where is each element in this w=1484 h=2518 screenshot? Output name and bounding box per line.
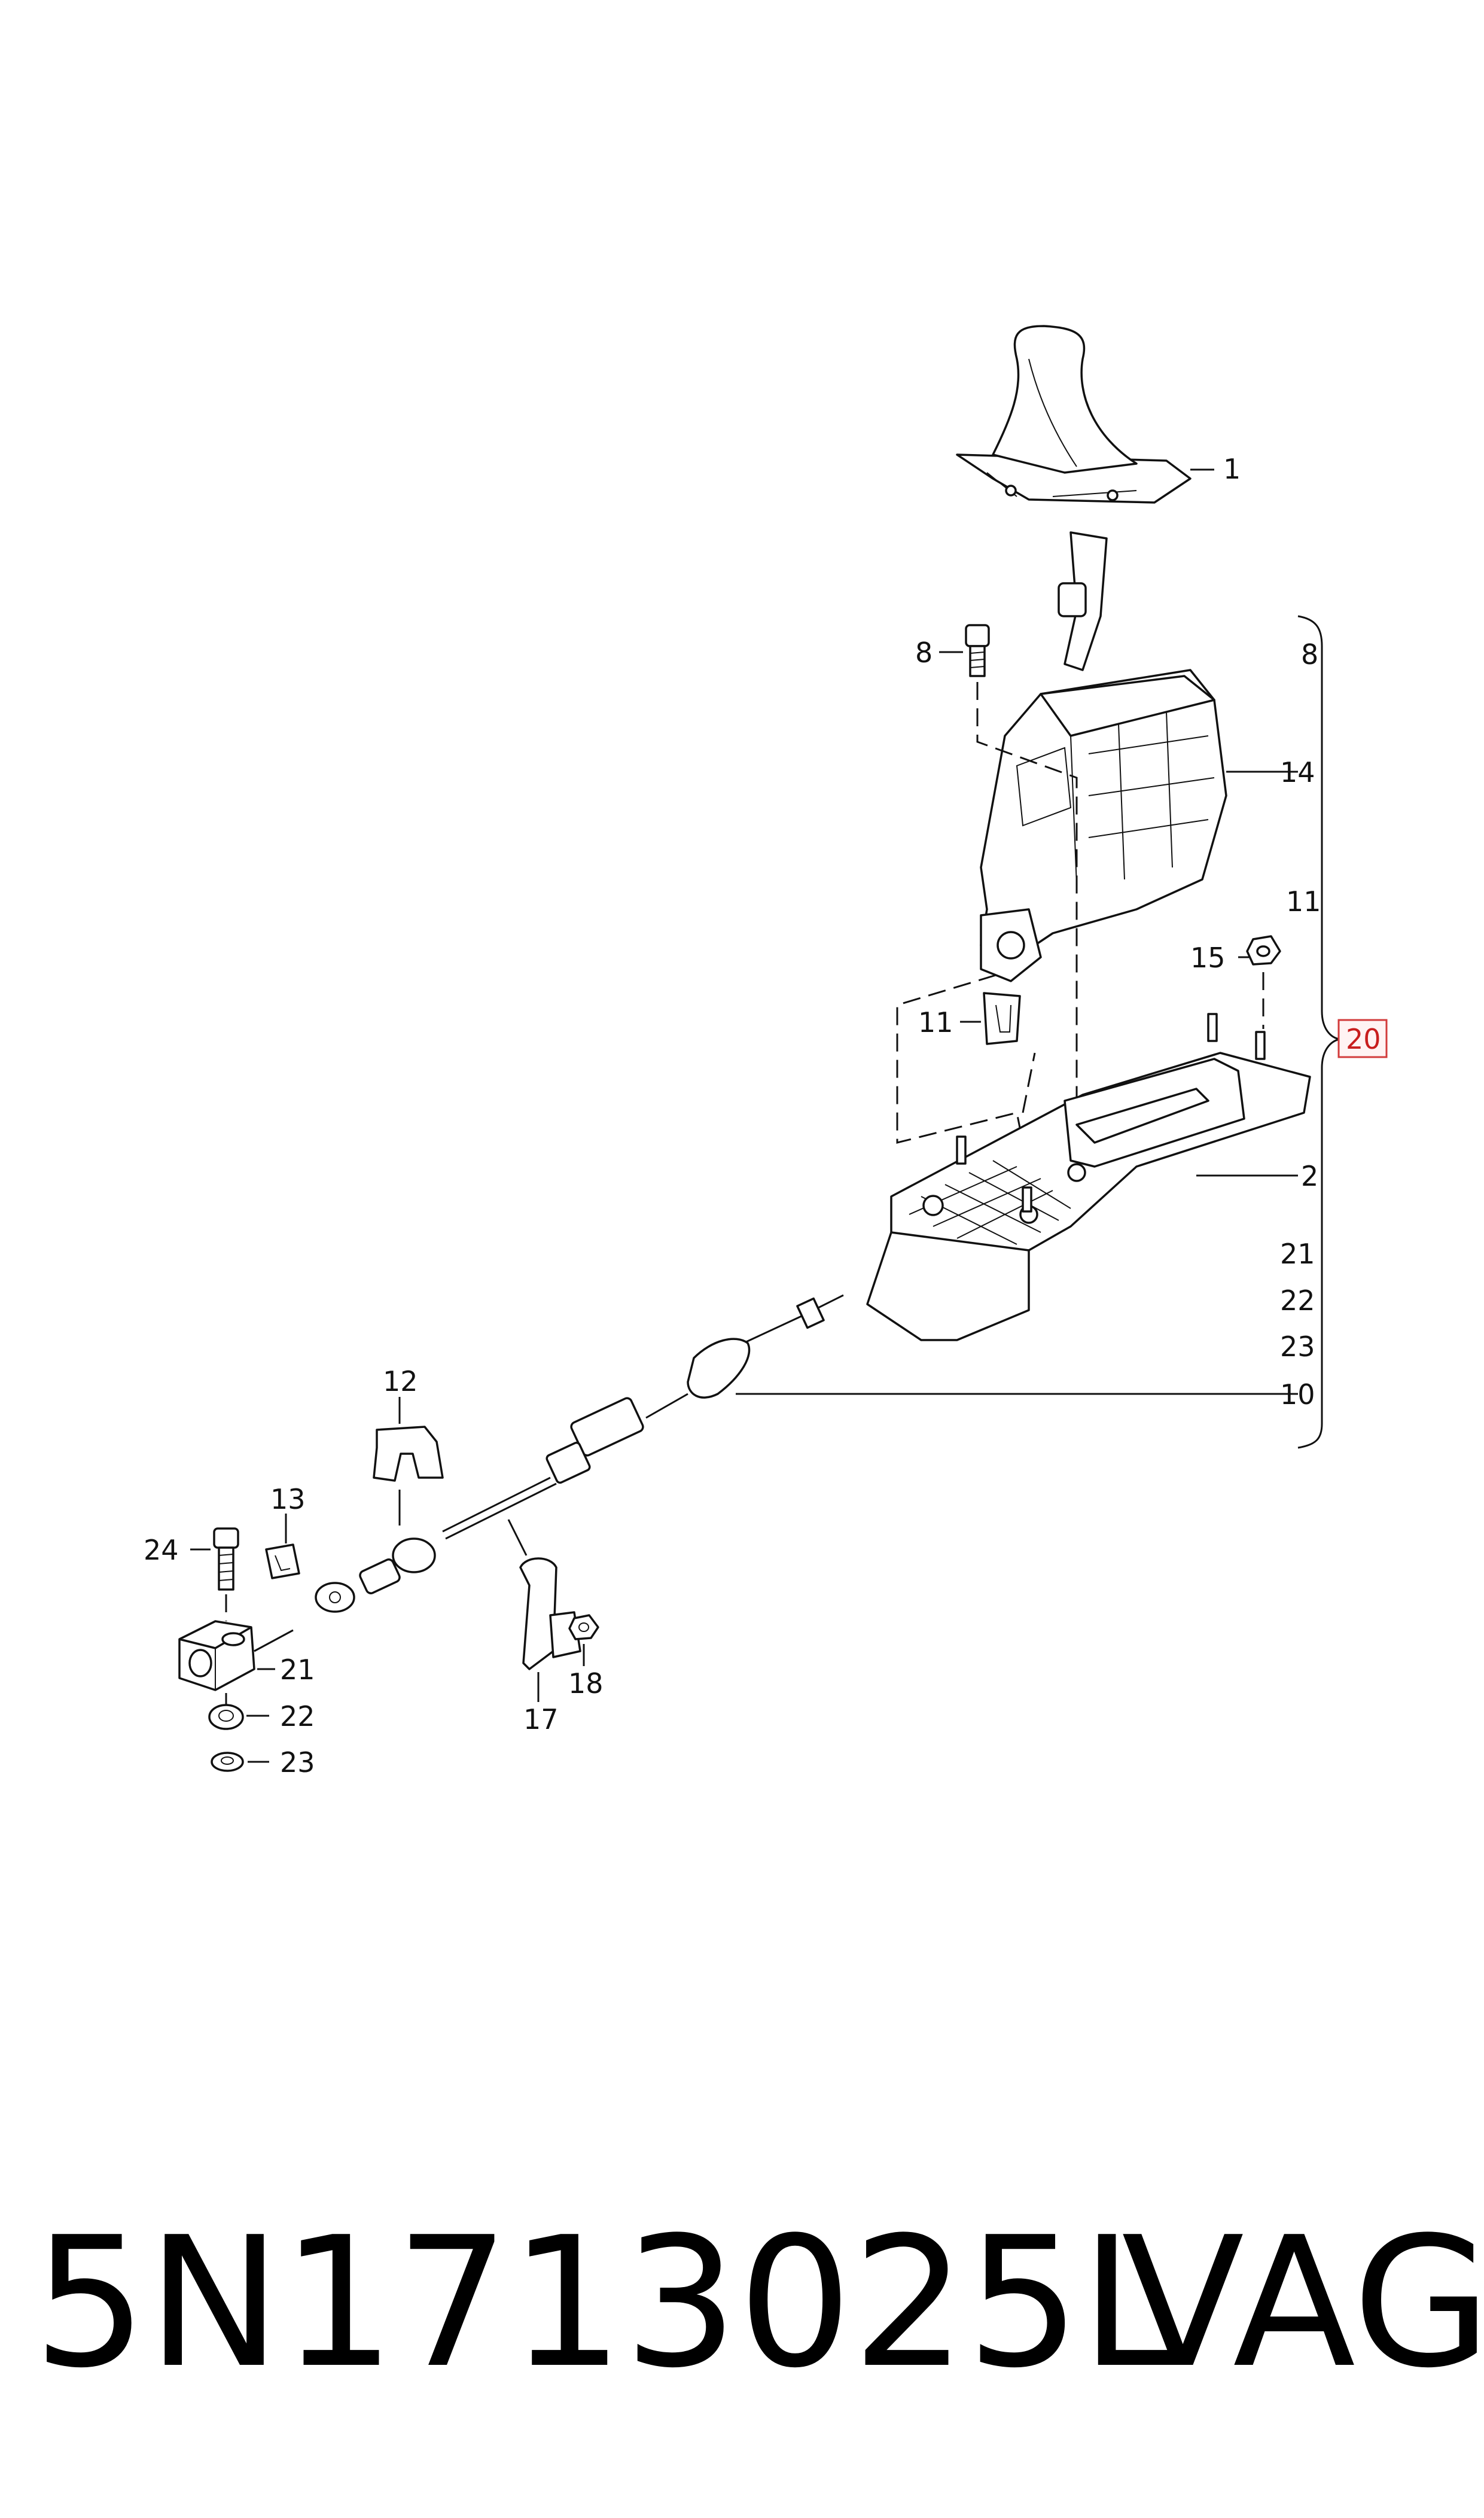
clip-13 (265, 1543, 300, 1579)
callout-20: 20 (1346, 1023, 1381, 1055)
callout-23-right: 23 (1280, 1330, 1315, 1363)
callout-22-left: 22 (280, 1700, 315, 1733)
shift-mechanism-housing (980, 531, 1227, 982)
washer-22 (208, 1704, 244, 1730)
callout-12: 12 (383, 1365, 418, 1397)
clamp-block-21 (178, 1620, 255, 1691)
callout-8-right: 8 (1301, 638, 1318, 671)
callout-labels: 1 8 8 14 11 15 11 2 21 22 23 10 12 13 24… (144, 453, 1321, 1779)
callout-11-left: 11 (918, 1006, 953, 1039)
part-number-caption: 5N1713025L VAG (33, 2178, 1484, 2429)
callout-13: 13 (270, 1483, 306, 1515)
callout-21-right: 21 (1280, 1238, 1315, 1270)
callout-11-right: 11 (1286, 885, 1321, 918)
callout-1: 1 (1223, 453, 1241, 485)
callout-24: 24 (144, 1534, 179, 1566)
callout-20-highlight: 20 (1337, 1019, 1388, 1058)
nut-15 (1246, 935, 1281, 966)
gear-knob-assembly (956, 325, 1192, 504)
callout-23-left: 23 (280, 1746, 315, 1779)
console-base-2 (866, 1013, 1311, 1341)
screw-8 (965, 624, 990, 677)
nut-18 (568, 1614, 599, 1640)
selector-cable-10 (315, 1294, 844, 1613)
callout-17: 17 (523, 1703, 559, 1735)
callout-22-right: 22 (1280, 1284, 1315, 1317)
callout-14: 14 (1280, 756, 1315, 788)
bolt-24 (213, 1527, 239, 1591)
brand-name: VAG (1122, 2199, 1484, 2407)
callout-18: 18 (568, 1667, 604, 1700)
exploded-parts-diagram: 1 8 8 14 11 15 11 2 21 22 23 10 12 13 24… (144, 325, 1388, 1779)
support-bracket-17 (519, 1557, 581, 1670)
callout-2: 2 (1301, 1160, 1318, 1192)
part-number: 5N1713025L (33, 2199, 1181, 2407)
bracket-12 (373, 1426, 444, 1482)
clip-11 (983, 992, 1021, 1045)
callout-21-left: 21 (280, 1654, 315, 1686)
washer-23 (211, 1752, 244, 1772)
group-bracket (1297, 615, 1340, 1449)
callout-8-left: 8 (915, 637, 933, 669)
callout-10: 10 (1280, 1378, 1315, 1411)
callout-15: 15 (1190, 942, 1226, 974)
